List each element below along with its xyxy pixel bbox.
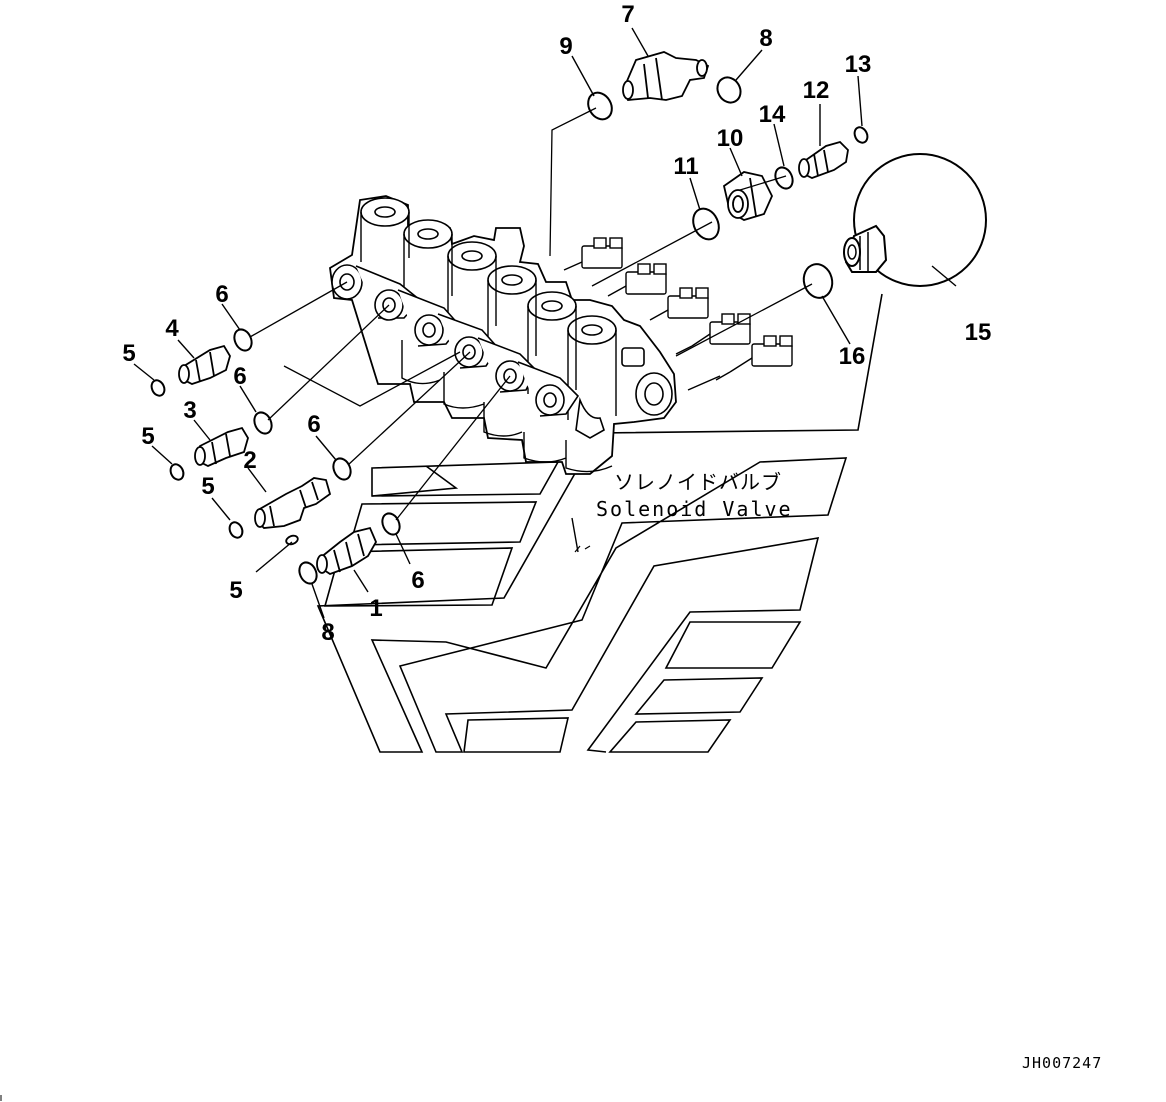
callout-6: 6 bbox=[233, 363, 246, 390]
o-ring-part-13 bbox=[853, 126, 869, 144]
o-ring-part-5 bbox=[169, 463, 185, 481]
callout-8: 8 bbox=[759, 25, 772, 52]
alignment-lines bbox=[249, 107, 813, 521]
callout-6: 6 bbox=[307, 411, 320, 438]
callout-10: 10 bbox=[717, 125, 744, 152]
callout-1: 1 bbox=[369, 595, 382, 622]
o-ring-part-6 bbox=[253, 411, 273, 435]
callout-11: 11 bbox=[673, 153, 698, 180]
callout-16: 16 bbox=[839, 343, 866, 370]
callout-3: 3 bbox=[183, 397, 196, 424]
o-ring-part-14 bbox=[774, 166, 794, 190]
o-ring-part-11 bbox=[692, 207, 720, 241]
o-ring-part-6 bbox=[332, 457, 352, 481]
fitting-part-12 bbox=[798, 140, 849, 179]
fitting-part-1 bbox=[316, 526, 378, 576]
leader-lines bbox=[133, 27, 957, 619]
callout-13: 13 bbox=[845, 51, 872, 78]
solenoid-valve-label-jp: ソレノイドバルブ bbox=[614, 470, 782, 494]
o-rings-small bbox=[150, 328, 401, 585]
accumulator-part-15 bbox=[843, 153, 987, 287]
o-ring-part-5 bbox=[150, 379, 166, 397]
hex-plug-part-10 bbox=[722, 171, 773, 221]
o-ring-part-8-top bbox=[716, 76, 742, 104]
fitting-part-3 bbox=[194, 426, 249, 467]
callout-6: 6 bbox=[411, 567, 424, 594]
callout-5: 5 bbox=[201, 473, 214, 500]
callout-6: 6 bbox=[215, 281, 228, 308]
valve-side-ports bbox=[331, 264, 673, 439]
drawing-id: JH007247 bbox=[1022, 1054, 1102, 1072]
callout-2: 2 bbox=[243, 447, 256, 474]
callout-5: 5 bbox=[141, 423, 154, 450]
callout-9: 9 bbox=[559, 33, 572, 60]
background-logo-outline bbox=[316, 293, 883, 753]
callout-8: 8 bbox=[321, 619, 334, 646]
solenoid-valve-block bbox=[329, 195, 793, 475]
solenoid-valve-label-en: Solenoid Valve bbox=[596, 497, 793, 521]
callout-numbers: 1 2 3 4 5 5 5 5 5 6 6 6 6 7 8 8 9 10 11 … bbox=[122, 1, 991, 646]
callout-4: 4 bbox=[165, 315, 179, 342]
elbow-fitting-part-7 bbox=[622, 51, 710, 101]
solenoid-cylinders bbox=[360, 212, 617, 473]
solenoid-tops bbox=[360, 197, 617, 345]
callout-5: 5 bbox=[229, 577, 242, 604]
solenoid-connectors bbox=[563, 237, 793, 391]
callout-12: 12 bbox=[803, 77, 830, 104]
callout-5: 5 bbox=[122, 340, 135, 367]
elbow-fitting-part-2 bbox=[254, 477, 332, 546]
o-ring-part-5 bbox=[228, 521, 244, 539]
o-ring-part-6 bbox=[233, 328, 253, 352]
o-ring-part-9 bbox=[587, 91, 613, 121]
solenoid-label-leader bbox=[574, 545, 591, 553]
o-ring-part-6 bbox=[381, 512, 401, 536]
callout-7: 7 bbox=[621, 1, 634, 28]
fitting-part-4 bbox=[178, 344, 231, 385]
o-ring-part-16 bbox=[802, 263, 834, 299]
callout-15: 15 bbox=[965, 319, 992, 346]
callout-14: 14 bbox=[759, 101, 786, 128]
o-ring-part-8 bbox=[298, 561, 318, 585]
